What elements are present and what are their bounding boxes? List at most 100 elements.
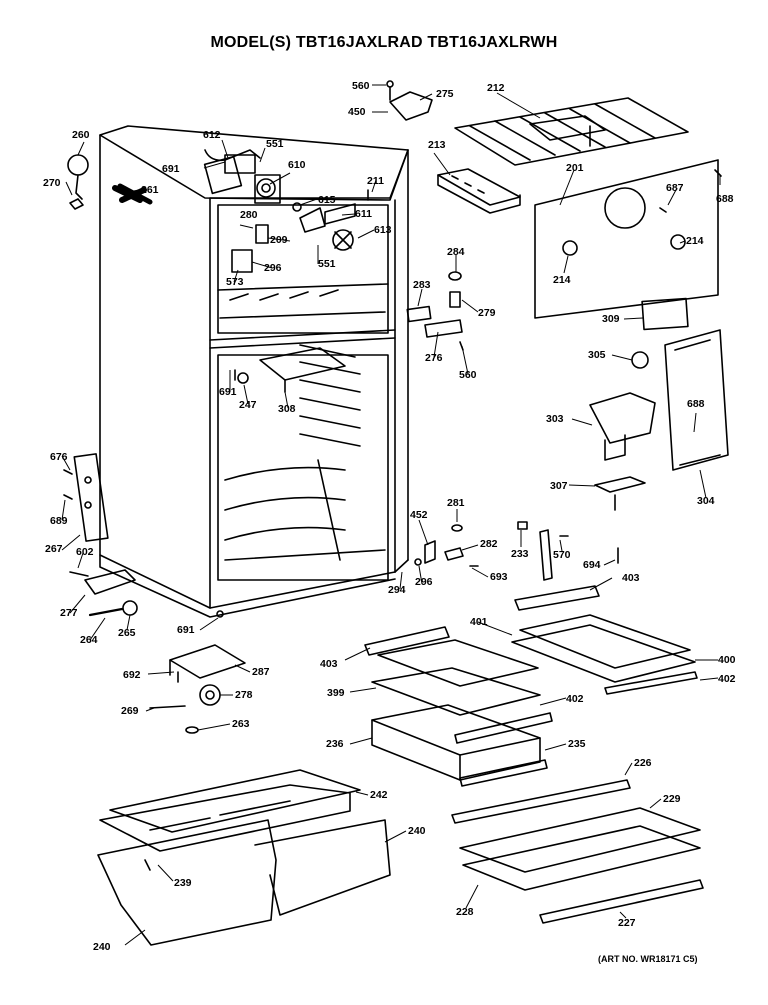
- callout-296: 296: [264, 262, 282, 274]
- callout-228: 228: [456, 906, 474, 918]
- callout-239: 239: [174, 877, 192, 889]
- callout-688b: 688: [687, 398, 705, 410]
- crisper-pan: [371, 704, 548, 787]
- callout-226: 226: [634, 757, 652, 769]
- left-hardware: [63, 154, 224, 618]
- lower-brackets: [234, 347, 346, 393]
- vegetable-drawers: [97, 819, 391, 946]
- callout-284: 284: [447, 246, 465, 258]
- callout-303: 303: [546, 413, 564, 425]
- ice-tray: [437, 168, 521, 214]
- callout-201: 201: [566, 162, 584, 174]
- back-panel: [534, 159, 722, 319]
- callout-688: 688: [716, 193, 734, 205]
- callout-615: 615: [318, 194, 336, 206]
- callout-560b: 560: [459, 369, 477, 381]
- callout-307: 307: [550, 480, 568, 492]
- callout-287: 287: [252, 666, 270, 678]
- callout-236: 236: [326, 738, 344, 750]
- callout-269: 269: [121, 705, 139, 717]
- callout-260: 260: [72, 129, 90, 141]
- callout-691: 691: [162, 163, 180, 175]
- callout-602: 602: [76, 546, 94, 558]
- callout-264: 264: [80, 634, 98, 646]
- callout-275: 275: [436, 88, 454, 100]
- callout-265: 265: [118, 627, 136, 639]
- callout-308: 308: [278, 403, 296, 415]
- callout-280: 280: [240, 209, 258, 221]
- cabinet: [99, 125, 409, 618]
- callout-676: 676: [50, 451, 68, 463]
- callout-227: 227: [618, 917, 636, 929]
- callout-278: 278: [235, 689, 253, 701]
- callout-403b: 403: [320, 658, 338, 670]
- shelf-assembly-right: [511, 585, 698, 695]
- callout-213: 213: [428, 139, 446, 151]
- callout-402b: 402: [566, 693, 584, 705]
- callout-270: 270: [43, 177, 61, 189]
- callout-611: 611: [355, 208, 372, 220]
- callout-233: 233: [511, 548, 529, 560]
- callout-304: 304: [697, 495, 715, 507]
- callout-214: 214: [686, 235, 704, 247]
- callout-242: 242: [370, 789, 388, 801]
- callout-399: 399: [327, 687, 345, 699]
- callout-450: 450: [348, 106, 366, 118]
- callout-235: 235: [568, 738, 586, 750]
- crisper-cover: [99, 769, 361, 852]
- callout-402: 402: [718, 673, 736, 685]
- callout-305: 305: [588, 349, 606, 361]
- callout-401: 401: [470, 616, 488, 628]
- callout-612: 612: [203, 129, 221, 141]
- callout-214b: 214: [553, 274, 571, 286]
- leader-lines: [61, 84, 721, 946]
- callout-212: 212: [487, 82, 505, 94]
- callout-296b: 296: [415, 576, 433, 588]
- callout-229: 229: [663, 793, 681, 805]
- callout-570: 570: [553, 549, 571, 561]
- callout-551: 551: [266, 138, 284, 150]
- air-duct-parts: [589, 329, 729, 511]
- callout-209: 209: [270, 234, 288, 246]
- callout-689: 689: [50, 515, 68, 527]
- callout-452: 452: [410, 509, 428, 521]
- callout-279: 279: [478, 307, 496, 319]
- bottom-hardware: [149, 644, 246, 734]
- callout-211: 211: [367, 175, 384, 187]
- callout-294: 294: [388, 584, 406, 596]
- callout-282: 282: [480, 538, 498, 550]
- freezer-shelf: [454, 97, 689, 166]
- model-title: MODEL(S) TBT16JAXLRAD TBT16JAXLRWH: [210, 34, 558, 51]
- callout-693: 693: [490, 571, 508, 583]
- callout-551b: 551: [318, 258, 336, 270]
- callout-692: 692: [123, 669, 141, 681]
- callout-247: 247: [239, 399, 257, 411]
- callout-309: 309: [602, 313, 620, 325]
- label-309: [641, 297, 689, 331]
- callout-403: 403: [622, 572, 640, 584]
- callout-263: 263: [232, 718, 250, 730]
- callout-560: 560: [352, 80, 370, 92]
- lower-center-parts: [414, 521, 619, 581]
- shelf-assembly-left: [364, 626, 553, 744]
- art-number: (ART NO. WR18171 C5): [598, 954, 698, 964]
- callout-573: 573: [226, 276, 244, 288]
- callout-691c: 691: [177, 624, 195, 636]
- callout-240: 240: [408, 825, 426, 837]
- callout-277: 277: [60, 607, 78, 619]
- callout-276: 276: [425, 352, 443, 364]
- top-hinge: [386, 80, 433, 121]
- callout-613: 613: [374, 224, 392, 236]
- callout-240b: 240: [93, 941, 111, 953]
- callout-610: 610: [288, 159, 306, 171]
- callout-694: 694: [583, 559, 601, 571]
- callout-691b: 691: [219, 386, 237, 398]
- callout-261: 261: [141, 184, 159, 196]
- callout-267: 267: [45, 543, 63, 555]
- callout-400: 400: [718, 654, 736, 666]
- callout-283: 283: [413, 279, 431, 291]
- bottom-shelf: [451, 779, 704, 924]
- callout-281: 281: [447, 497, 465, 509]
